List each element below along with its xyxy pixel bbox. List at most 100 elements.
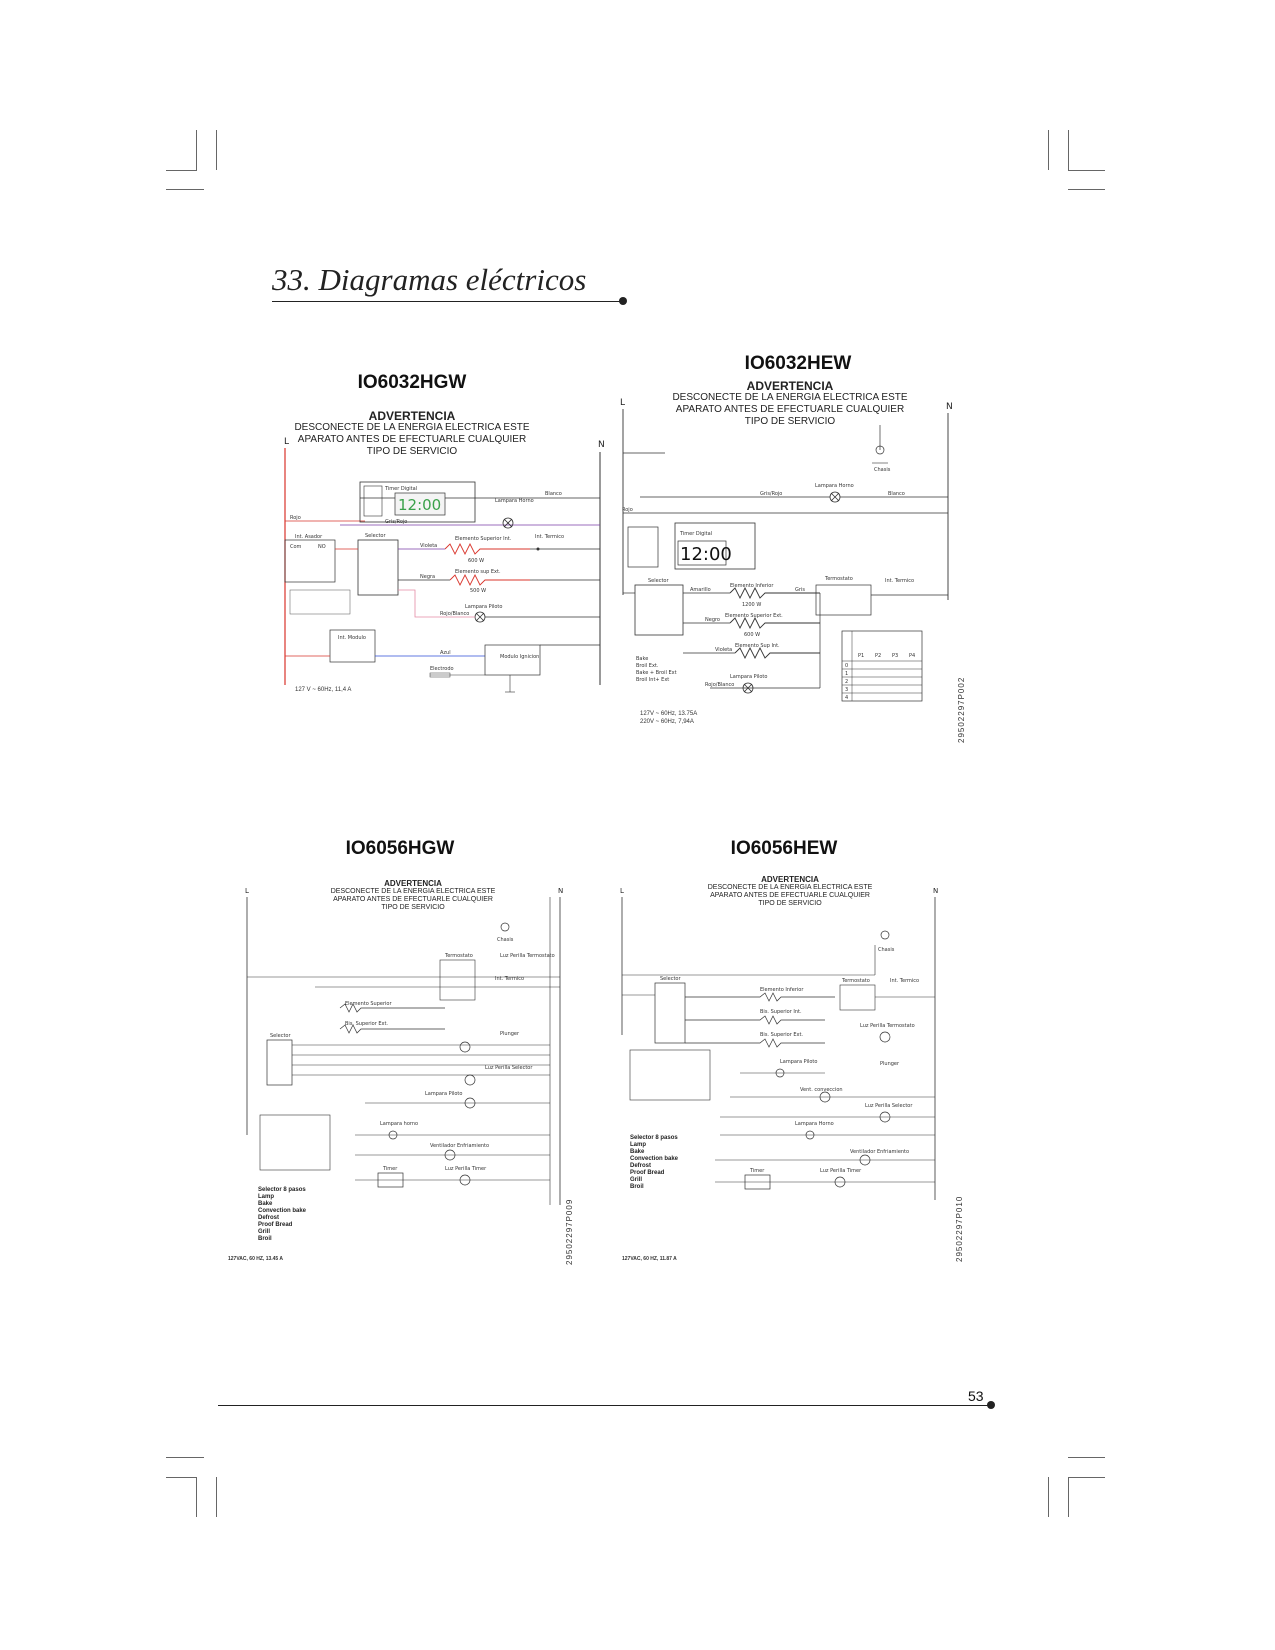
crop-mark [1068,130,1069,170]
electrical-rating: 127VAC, 60 HZ, 11.87 A [622,1256,677,1262]
fan-label: Ventilador Enfriamiento [850,1149,909,1155]
element-label: Elemento sup Ext. [455,569,501,575]
selector-label: Selector [660,976,681,982]
selector-label: Selector [648,578,669,584]
timer-display: 12:00 [398,496,441,514]
warning-line: TIPO DE SERVICIO [366,446,458,457]
step-item: Lamp [630,1142,647,1148]
wire-label: Negra [420,574,435,580]
lamp-label: Lampara Piloto [730,674,767,680]
step-item: Defrost [258,1215,280,1221]
crop-mark [1068,1477,1069,1517]
crop-mark [216,1477,217,1517]
switch-label: Int. Asador [295,534,323,540]
thermostat-label: Termostato [444,953,473,959]
warning-box: ADVERTENCIA DESCONECTE DE LA ENERGIA ELE… [272,410,552,458]
mode-item: Broil Ext. [636,663,659,669]
footer-rule-dot [987,1401,995,1409]
diagram-code: 29502297P002 [957,676,966,743]
electrical-rating: 127 V ~ 60Hz, 11,4 A [295,687,352,693]
switch-terminal: NO [318,544,326,550]
selector-steps-list: Selector 8 pasos Lamp Bake Convection ba… [258,1187,306,1243]
selector-col: P1 [858,653,864,659]
mode-item: Bake + Broil Ext [636,670,677,676]
rail-l-label: L [284,437,289,447]
electrical-rating: 127VAC, 60 HZ, 13.45 A [228,1256,284,1262]
warning-heading: ADVERTENCIA [746,379,834,393]
wire-label: Azul [440,650,451,656]
lamp-label: Luz Perilla Termostato [860,1023,915,1029]
model-title: IO6056HGW [345,838,455,859]
element-watts: 500 W [470,588,486,594]
step-item: Selector 8 pasos [630,1135,678,1141]
selector-row: 2 [845,679,848,685]
crop-mark [1048,130,1049,170]
wiring-diagram-io6032hgw: L N Blanco Rojo Timer Digital 12:00 Gris… [284,437,605,693]
step-item: Broil [630,1184,644,1190]
step-item: Bake [258,1201,273,1207]
timer-label: Timer [382,1166,398,1172]
diagram-code: 29502297P010 [955,1195,964,1262]
fan-label: Vent. conveccion [800,1087,843,1093]
thermostat-label: Termostato [824,576,853,582]
element-watts: 600 W [744,632,760,638]
lamp-label: Lampara horno [380,1121,418,1127]
timer-label: Timer Digital [384,486,417,492]
wire-label: Gris/Rojo [385,519,407,525]
lamp-label: Lampara Piloto [465,604,502,610]
lamp-label: Luz Perilla Selector [865,1103,913,1109]
wiring-diagram-io6056hew: L N Chasis Selector Elemento Inferior Te… [620,887,938,1200]
element-label: Bis. Superior Int. [760,1009,802,1015]
selector-col: P2 [875,653,881,659]
step-item: Convection bake [258,1208,307,1214]
warning-heading: ADVERTENCIA [761,875,819,884]
wire-label: Rojo/Blanco [705,682,734,688]
model-title: IO6032HEW [744,353,852,374]
warning-heading: ADVERTENCIA [368,409,456,423]
rail-l-label: L [620,398,625,408]
warning-box: ADVERTENCIA DESCONECTE DE LA ENERGIA ELE… [690,876,890,908]
title-rule [272,301,622,302]
wire-label: Rojo [622,507,633,513]
step-item: Selector 8 pasos [258,1187,306,1193]
step-item: Defrost [630,1163,652,1169]
step-item: Convection bake [630,1156,679,1162]
lamp-label: Lampara Horno [815,483,854,489]
crop-mark [216,130,217,170]
element-label: Elemento Inferior [730,583,774,589]
wire-label: Violeta [715,647,732,653]
warning-line: APARATO ANTES DE EFECTUARLE CUALQUIER [297,434,527,445]
wire-label: Rojo/Blanco [440,611,469,617]
step-item: Proof Bread [630,1170,665,1176]
crop-mark [166,170,197,171]
selector-label: Selector [365,533,386,539]
warning-line: TIPO DE SERVICIO [744,416,836,427]
thermostat-label: Termostato [841,978,870,984]
module-label: Modulo Ignicion [500,654,539,660]
crop-mark [1068,1457,1105,1458]
warning-line: DESCONECTE DE LA ENERGIA ELECTRICA ESTE [707,884,873,891]
switch-label: Plunger [500,1031,520,1037]
selector-row: 1 [845,671,848,677]
wiring-diagram-io6032hew: L N Chasis Lampara Horno Gris/Rojo Blanc… [620,398,953,702]
switch-label: Plunger [880,1061,900,1067]
model-title: IO6056HEW [730,838,838,859]
switch-label: Int. Termico [495,976,524,982]
switch-label: Int. Modulo [338,635,366,641]
lamp-label: Lampara Horno [495,498,534,504]
chassis-label: Chasis [497,937,514,943]
rail-l-label: L [245,887,249,895]
wire-label: Blanco [545,491,562,497]
electrical-rating: 127V ~ 60Hz, 13.75A 220V ~ 60Hz, 7,94A [640,711,698,725]
selector-row: 0 [845,663,848,669]
step-item: Grill [630,1177,643,1183]
lamp-label: Luz Perilla Timer [445,1166,487,1172]
mode-list: Bake Broil Ext. Bake + Broil Ext Broil I… [636,656,677,683]
wire-label: Violeta [420,543,437,549]
switch-label: Int. Termico [890,978,919,984]
diagram-code: 29502297P009 [565,1198,574,1265]
chassis-label: Chasis [878,947,895,953]
warning-line: APARATO ANTES DE EFECTUARLE CUALQUIER [710,892,870,899]
fan-label: Ventilador Enfriamiento [430,1143,489,1149]
mode-item: Bake [636,656,648,662]
